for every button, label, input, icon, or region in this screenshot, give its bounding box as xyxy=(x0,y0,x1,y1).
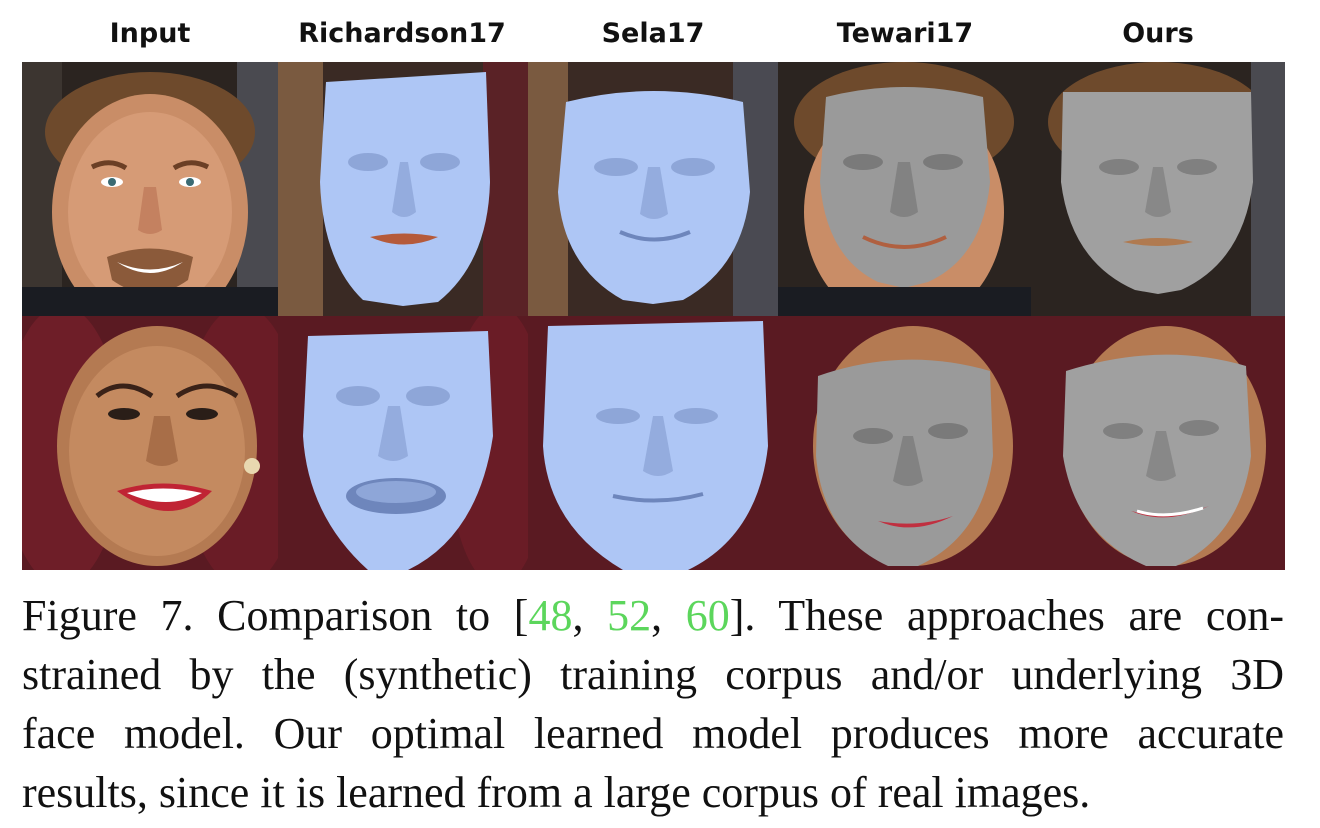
input-photo-woman xyxy=(22,316,278,570)
caption-suffix: ]. These approaches are con- xyxy=(729,591,1285,640)
column-header-input: Input xyxy=(109,18,191,49)
citation-link-48[interactable]: 48 xyxy=(528,591,573,640)
figure-caption: Figure 7. Comparison to [48, 52, 60]. Th… xyxy=(22,586,1284,822)
caption-line-4: results, since it is learned from a larg… xyxy=(22,768,1091,817)
caption-line-3: face model. Our optimal learned model pr… xyxy=(22,709,1284,758)
caption-prefix: Figure 7. Comparison to [ xyxy=(22,591,529,640)
input-photo-man xyxy=(22,62,278,316)
column-header-tewari17: Tewari17 xyxy=(836,18,974,49)
column-header-sela17: Sela17 xyxy=(601,18,705,49)
citation-link-60[interactable]: 60 xyxy=(685,591,730,640)
richardson17-mesh-man xyxy=(278,62,528,316)
ours-mesh-woman xyxy=(1031,316,1285,570)
tewari17-mesh-man xyxy=(778,62,1031,316)
column-headers: Input Richardson17 Sela17 Tewari17 Ours xyxy=(22,14,1285,54)
column-header-ours: Ours xyxy=(1122,18,1194,49)
caption-separator: , xyxy=(572,591,608,640)
caption-separator: , xyxy=(651,591,686,640)
tewari17-mesh-woman xyxy=(778,316,1031,570)
comparison-image-grid xyxy=(22,62,1285,570)
caption-line-1: Figure 7. Comparison to [48, 52, 60]. Th… xyxy=(22,586,1284,645)
column-header-richardson17: Richardson17 xyxy=(298,18,506,49)
caption-line-2: strained by the (synthetic) training cor… xyxy=(22,650,1284,699)
ours-mesh-man xyxy=(1031,62,1285,316)
sela17-mesh-woman xyxy=(528,316,778,570)
citation-link-52[interactable]: 52 xyxy=(607,591,652,640)
sela17-mesh-man xyxy=(528,62,778,316)
richardson17-mesh-woman xyxy=(278,316,528,570)
